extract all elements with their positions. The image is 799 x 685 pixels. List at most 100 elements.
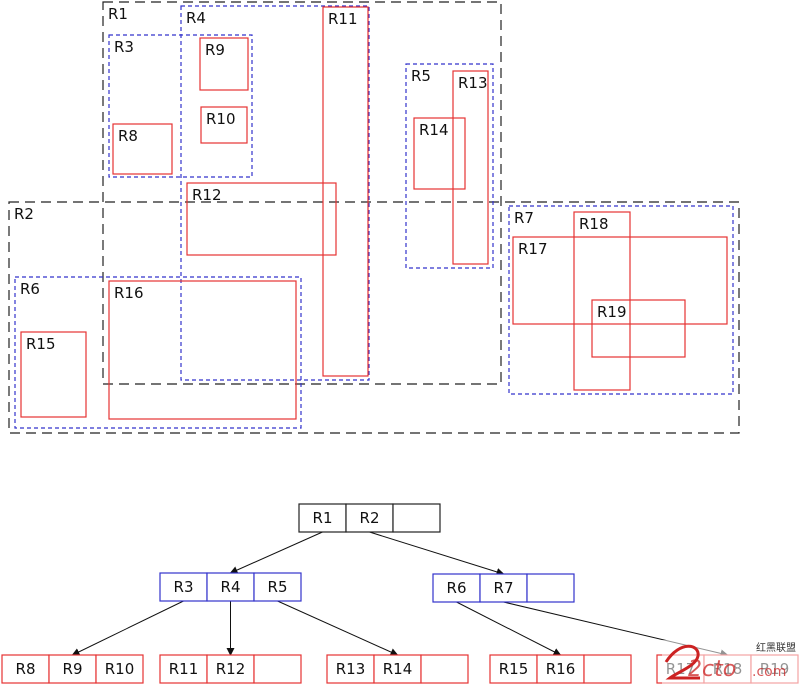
region-r10-box [200,106,248,144]
tree-node-cell [489,654,538,684]
region-r2: R2 [8,201,740,434]
tree-node-cell [479,573,528,603]
region-r11: R11 [322,6,369,377]
region-r13-box [452,70,489,265]
region-r15: R15 [20,331,87,418]
region-r15-label: R15 [26,335,56,353]
watermark: 2cto .com 红黑联盟 [662,640,799,685]
tree-entry-r8: R8 [16,660,36,678]
tree-node-cell [48,654,97,684]
region-r13-label: R13 [458,74,488,92]
region-r16-box [108,280,297,420]
region-r7-box [508,205,734,395]
region-r4-box [180,5,370,381]
region-r8-box [112,123,173,175]
tree-node-cell [206,654,255,684]
tree-edge-n-r1-to-n-r5 [277,600,399,656]
tree-node-n-r1: R3 R4 R5 [159,572,302,602]
region-r9-label: R9 [205,41,225,59]
region-r10: R10 [200,106,248,144]
tree-node-n-r4: R11 R12 [159,654,302,684]
region-r7: R7 [508,205,734,395]
tree-node-n-r6: R15 R16 [489,654,632,684]
region-r1: R1 [102,1,502,385]
tree-entry-r3: R3 [174,578,194,596]
region-r6: R6 [14,276,302,429]
region-r9-box [199,37,249,91]
region-r16-label: R16 [114,284,144,302]
tree-entry-r7: R7 [494,579,514,597]
spatial-regions: R1R2R3R4R5R6R7R8R9R10R11R12R13R14R15R16R… [8,1,740,434]
region-r11-box [322,6,369,377]
tree-entry-r11: R11 [169,660,199,678]
tree-entry-r9: R9 [63,660,83,678]
tree-entry-r6: R6 [447,579,467,597]
tree-entry-r1: R1 [313,509,333,527]
tree-edge-n-r1-to-n-r3 [71,600,184,656]
region-r11-label: R11 [328,10,358,28]
tree-node-cell [420,654,469,684]
tree-edge-root-to-n-r1 [229,531,323,574]
tree-node-cell [392,503,441,533]
region-r19: R19 [591,299,686,358]
region-r10-label: R10 [206,110,236,128]
region-r15-box [20,331,87,418]
region-r1-box [102,1,502,385]
region-r12: R12 [186,182,337,256]
tree-entry-r15: R15 [499,660,529,678]
region-r17-box [512,236,728,325]
region-r6-label: R6 [20,280,40,298]
tree-node-cell [159,572,208,602]
region-r14-box [413,117,466,190]
tree-entry-r2: R2 [360,509,380,527]
region-r2-label: R2 [14,205,34,223]
region-r9: R9 [199,37,249,91]
region-r17: R17 [512,236,728,325]
tree-edge-root-to-n-r2 [369,531,505,576]
region-r16: R16 [108,280,297,420]
region-r17-label: R17 [518,240,548,258]
watermark-logo-text: 2cto [688,657,736,682]
region-r1-label: R1 [108,5,128,23]
tree-node-cell [159,654,208,684]
tree-node-cell [373,654,422,684]
watermark-cn-text: 红黑联盟 [756,641,796,654]
region-r5: R5 [405,63,494,269]
tree-entry-r14: R14 [383,660,413,678]
tree-edge-n-r2-to-n-r6 [456,601,562,656]
watermark-suffix: .com [752,664,786,680]
region-r8-label: R8 [118,127,138,145]
region-r14-label: R14 [419,121,449,139]
region-r12-label: R12 [192,186,222,204]
tree-node-cell [253,654,302,684]
tree-entry-r5: R5 [268,578,288,596]
region-r12-box [186,182,337,256]
region-r4: R4 [180,5,370,381]
region-r7-label: R7 [514,209,534,227]
region-r18-label: R18 [579,215,609,233]
tree-entry-r13: R13 [336,660,366,678]
tree-node-cell [432,573,481,603]
tree-edges [71,531,729,658]
tree-entry-r4: R4 [221,578,241,596]
region-r5-label: R5 [411,67,431,85]
tree-node-n-r2: R6 R7 [432,573,575,603]
tree-node-n-r5: R13 R14 [326,654,469,684]
region-r18-box [573,211,631,391]
region-r19-box [591,299,686,358]
tree-node-cell [206,572,255,602]
tree-entry-r16: R16 [546,660,576,678]
region-r19-label: R19 [597,303,627,321]
region-r14: R14 [413,117,466,190]
tree-node-cell [345,503,394,533]
region-r4-label: R4 [186,9,206,27]
watermark-logo-swoosh [664,644,700,680]
region-r5-box [405,63,494,269]
region-r6-box [14,276,302,429]
region-r3-label: R3 [114,38,134,56]
tree-entry-r12: R12 [216,660,246,678]
tree-node-root: R1 R2 [298,503,441,533]
region-r8: R8 [112,123,173,175]
